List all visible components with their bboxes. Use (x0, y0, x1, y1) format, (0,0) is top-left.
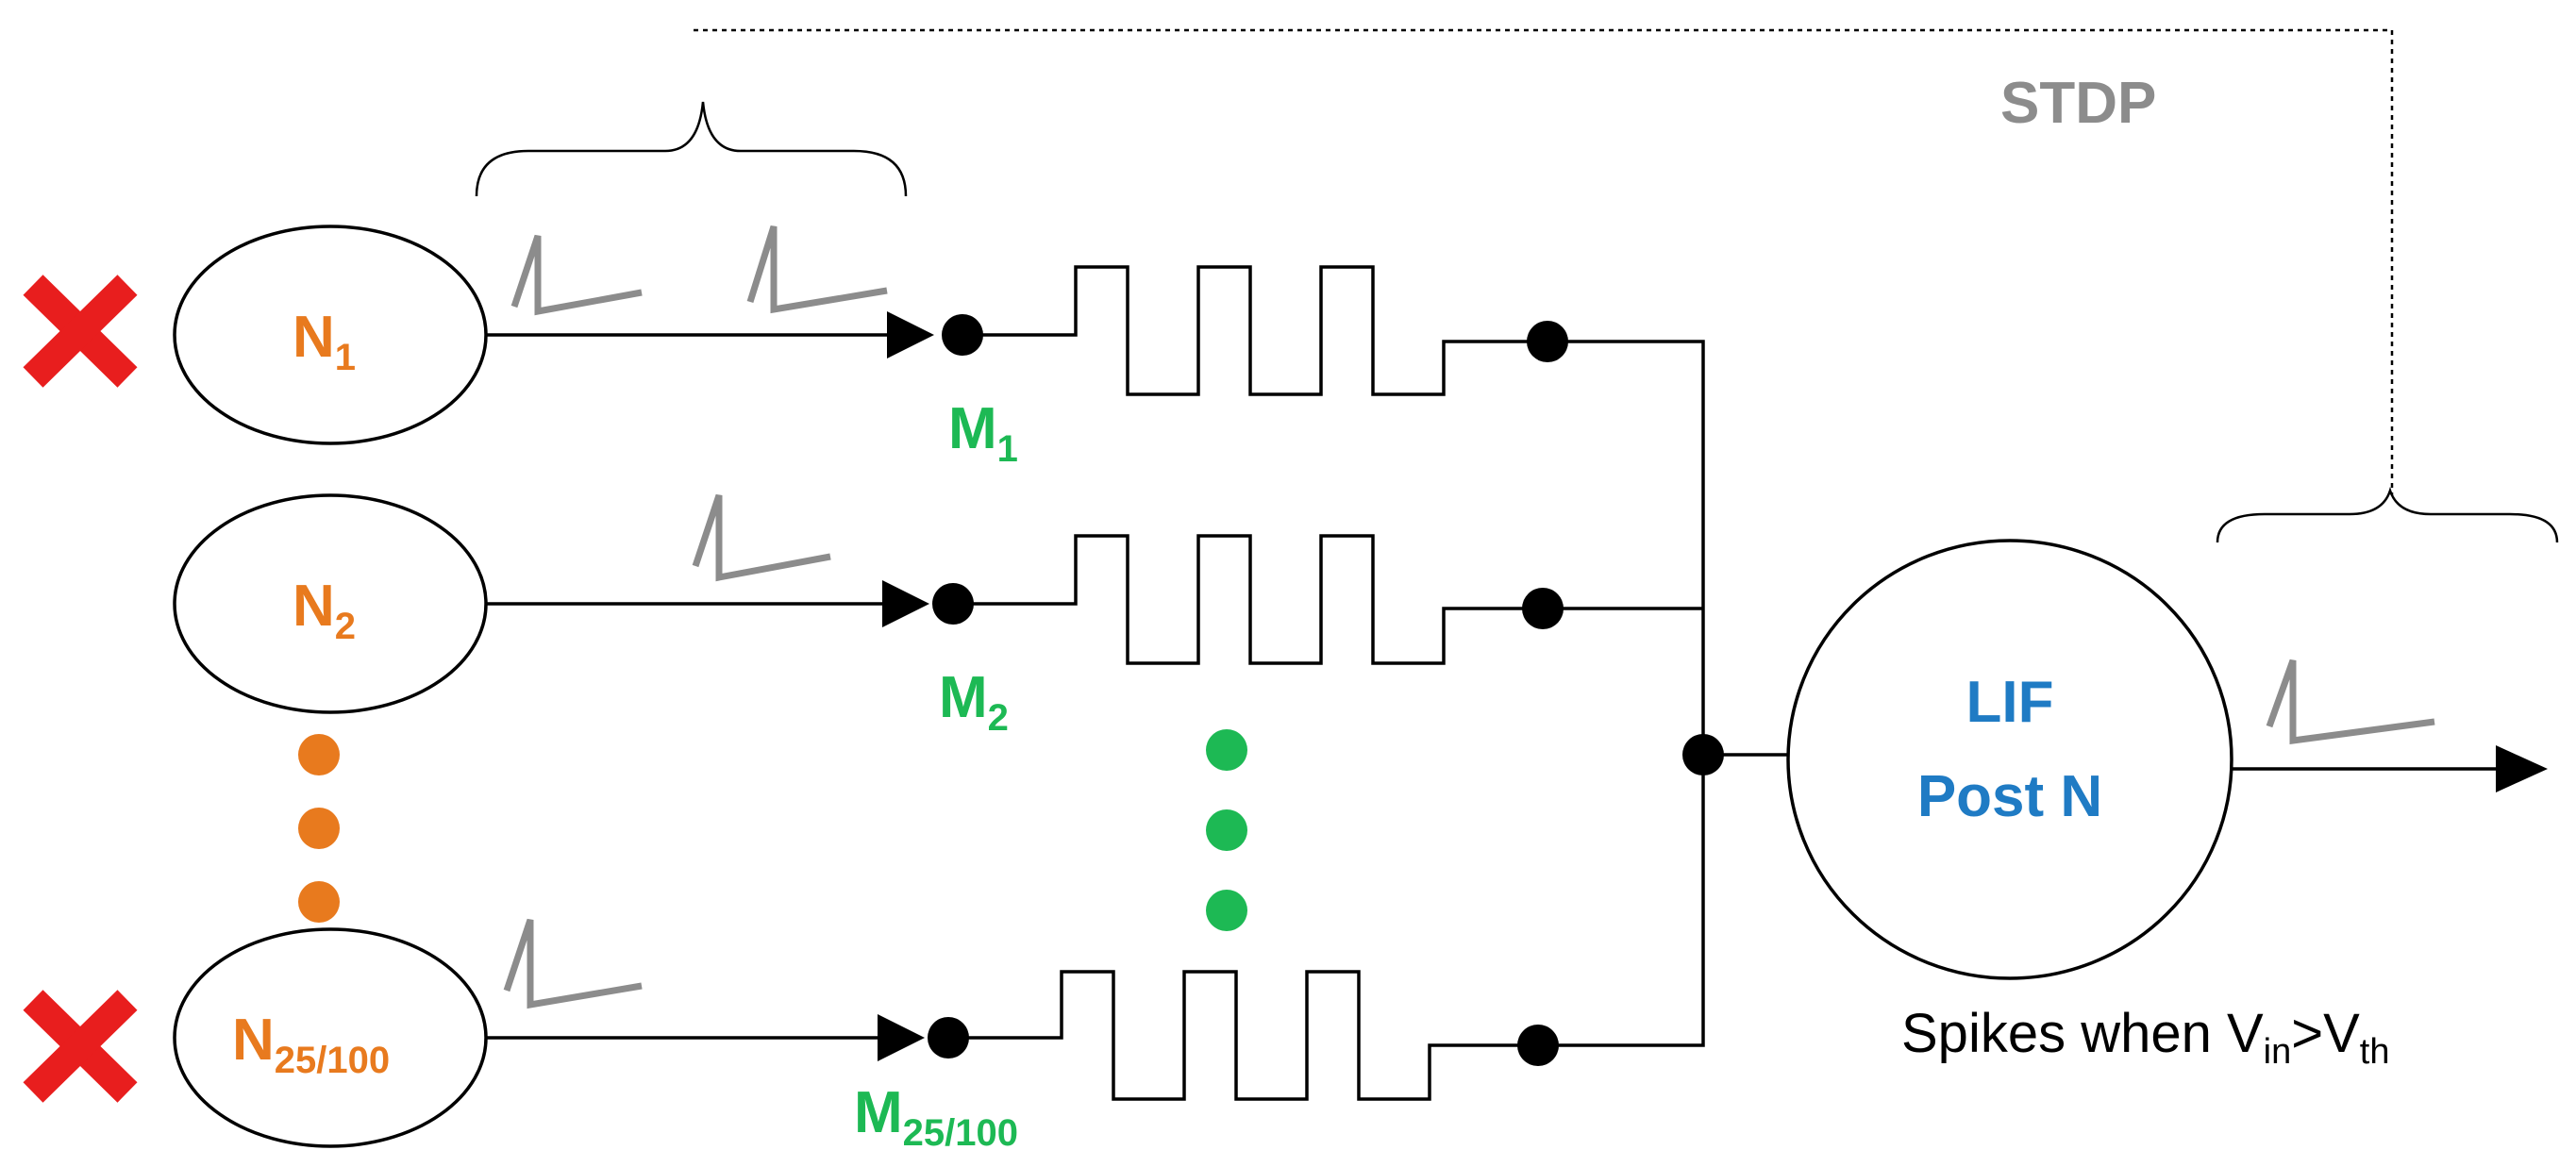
memristor-2-input-node (932, 583, 974, 625)
stdp-feedback-line (694, 28, 2394, 495)
neuron-25-100 (173, 927, 488, 1148)
spike-icon (2266, 659, 2435, 744)
memristor-25-100-output-node (1517, 1025, 1559, 1066)
spike-icon (692, 493, 831, 582)
arrowhead-icon (2496, 745, 2548, 792)
memristor-2-output-node (1522, 588, 1564, 629)
memristor-25-100-input-node (928, 1017, 969, 1059)
neuron-label-2: N2 (293, 574, 356, 647)
neuron-label-1: N1 (293, 305, 356, 378)
memristor-label-1: M1 (948, 396, 1018, 470)
memristor-1-input-node (942, 314, 983, 356)
cross-icon (23, 990, 138, 1103)
spike-icon (503, 918, 643, 1009)
memristor-ellipsis-dots-icon (1206, 729, 1247, 931)
neuron-label-25-100: N25/100 (232, 1008, 390, 1081)
lif-label: LIF (1966, 670, 2054, 735)
memristor-1 (962, 265, 1705, 755)
memristor-25-100 (948, 755, 1705, 1101)
memristor-1-output-node (1527, 321, 1568, 362)
memristor-2 (953, 534, 1703, 665)
cross-icon (23, 275, 138, 388)
post-n-label: Post N (1917, 764, 2102, 829)
output-brace-icon (2216, 486, 2559, 543)
spike-condition-text: Spikes when Vin>Vth (1901, 1003, 2390, 1072)
stdp-label: STDP (2000, 71, 2156, 136)
spike-icon (510, 234, 643, 316)
arrowhead-icon (878, 1014, 925, 1061)
spike-icon (746, 225, 888, 314)
input-brace-icon (475, 101, 908, 197)
memristor-label-25-100: M25/100 (854, 1080, 1018, 1154)
arrowhead-icon (882, 580, 929, 627)
neuron-ellipsis-dots-icon (298, 734, 340, 923)
arrowhead-icon (887, 311, 934, 358)
lif-post-neuron (1786, 539, 2233, 980)
memristor-label-2: M2 (939, 665, 1009, 739)
